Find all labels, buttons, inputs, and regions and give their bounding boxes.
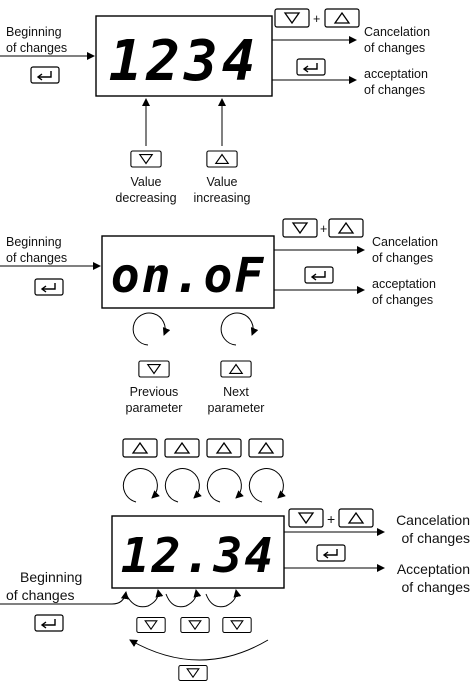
display-1 xyxy=(95,15,273,97)
rotate-arrow-icon xyxy=(220,312,259,346)
cancel-label-1b: of changes xyxy=(364,41,425,55)
beginning-label-2a: Beginning xyxy=(6,235,62,249)
up-triangle-key-icon[interactable] xyxy=(206,150,238,168)
cancel-label-2b: of changes xyxy=(372,251,433,265)
rotate-arrow-icon xyxy=(122,468,160,503)
rotate-arrow-icon xyxy=(206,468,244,503)
cancel-label-2a: Cancelation xyxy=(372,235,438,249)
display-3 xyxy=(111,515,285,589)
next-label-2a: Next xyxy=(223,385,249,399)
down-triangle-key-icon[interactable] xyxy=(138,360,170,378)
beginning-label-3a: Beginning xyxy=(20,569,82,585)
up-triangle-key-icon[interactable] xyxy=(324,8,360,28)
plus-2: + xyxy=(320,222,327,236)
down-triangle-key-icon[interactable] xyxy=(274,8,310,28)
rotate-arrow-icon xyxy=(132,312,171,346)
inc-label-1b: increasing xyxy=(194,191,251,205)
prev-label-2b: parameter xyxy=(126,401,183,415)
section-2: Beginning of changes on.oF + Cancelation… xyxy=(0,218,438,415)
up-triangle-key-icon[interactable] xyxy=(248,438,284,458)
enter-key-icon[interactable] xyxy=(34,278,64,296)
beginning-label-1b: of changes xyxy=(6,41,67,55)
accept-label-2b: of changes xyxy=(372,293,433,307)
enter-key-icon[interactable] xyxy=(316,544,346,562)
rotate-arrow-icon xyxy=(248,468,286,503)
enter-key-icon[interactable] xyxy=(34,614,64,632)
down-triangle-key-icon[interactable] xyxy=(136,616,166,634)
up-triangle-key-icon[interactable] xyxy=(164,438,200,458)
cancel-label-1a: Cancelation xyxy=(364,25,430,39)
enter-key-icon[interactable] xyxy=(304,266,334,284)
display-2-value: on.oF xyxy=(111,248,266,304)
shift-arrow-1 xyxy=(125,589,164,608)
down-triangle-key-icon[interactable] xyxy=(178,664,208,682)
shift-arrow-2 xyxy=(165,589,202,608)
cancel-label-3a: Cancelation xyxy=(396,512,470,528)
plus-1: + xyxy=(313,12,320,26)
up-triangle-key-icon[interactable] xyxy=(338,508,374,528)
down-triangle-key-icon[interactable] xyxy=(222,616,252,634)
plus-3: + xyxy=(327,511,335,527)
down-triangle-key-icon[interactable] xyxy=(180,616,210,634)
accept-label-3a: Acceptation xyxy=(397,561,470,577)
display-3-value: 12.34 xyxy=(121,528,276,584)
display-1-value: 1234 xyxy=(109,29,260,94)
down-triangle-key-icon[interactable] xyxy=(282,218,318,238)
wrap-arrow-3 xyxy=(129,639,269,661)
beginning-arrow-3 xyxy=(111,591,129,605)
down-triangle-key-icon[interactable] xyxy=(130,150,162,168)
accept-label-1b: of changes xyxy=(364,83,425,97)
accept-label-3b: of changes xyxy=(402,579,471,595)
section-1: Beginning of changes 1234 + Cancelation … xyxy=(0,8,430,205)
rotate-arrow-icon xyxy=(164,468,202,503)
dec-label-1b: decreasing xyxy=(115,191,176,205)
beginning-label-1a: Beginning xyxy=(6,25,62,39)
cancel-label-3b: of changes xyxy=(402,530,471,546)
up-triangle-key-icon[interactable] xyxy=(220,360,252,378)
up-triangle-key-icon[interactable] xyxy=(328,218,364,238)
beginning-label-2b: of changes xyxy=(6,251,67,265)
accept-label-2a: acceptation xyxy=(372,277,436,291)
next-label-2b: parameter xyxy=(208,401,265,415)
display-2 xyxy=(101,235,275,309)
shift-arrow-3 xyxy=(205,589,242,608)
section-3: 12.34 + Cancelation of changes Acceptati… xyxy=(0,438,471,682)
down-triangle-key-icon[interactable] xyxy=(288,508,324,528)
accept-label-1a: acceptation xyxy=(364,67,428,81)
enter-key-icon[interactable] xyxy=(30,66,60,84)
dec-label-1a: Value xyxy=(130,175,161,189)
up-triangle-key-icon[interactable] xyxy=(122,438,158,458)
prev-label-2a: Previous xyxy=(130,385,179,399)
inc-label-1a: Value xyxy=(206,175,237,189)
enter-key-icon[interactable] xyxy=(296,58,326,76)
up-triangle-key-icon[interactable] xyxy=(206,438,242,458)
beginning-label-3b: of changes xyxy=(6,587,75,603)
